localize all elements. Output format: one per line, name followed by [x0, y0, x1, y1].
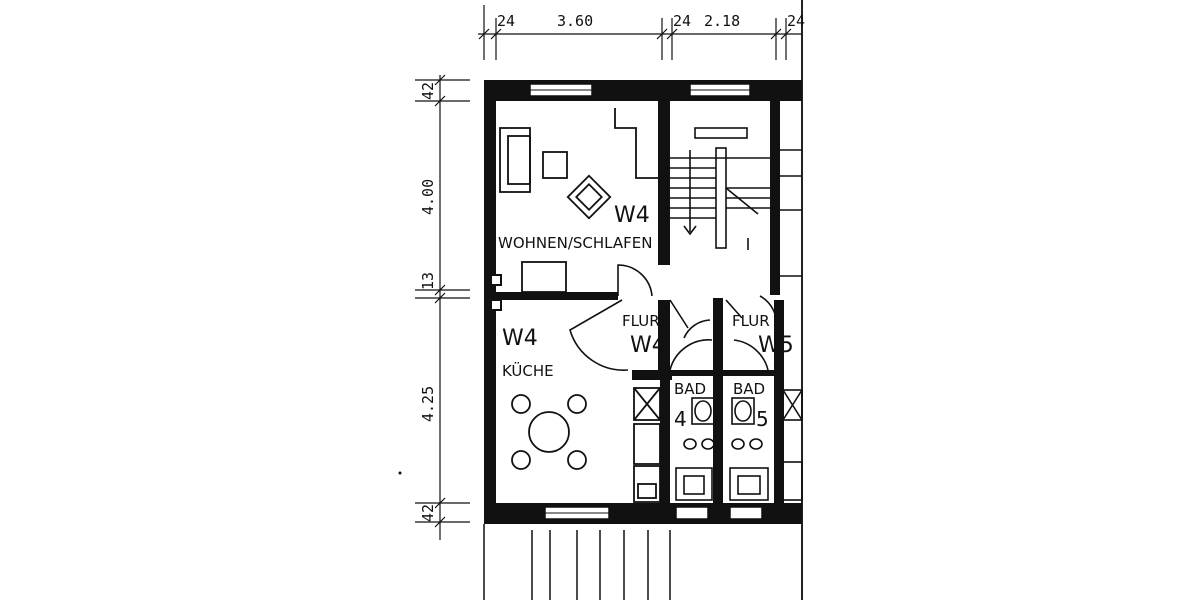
flur4-room-label: FLUR — [622, 312, 660, 330]
dim-top-218: 2.18 — [704, 12, 740, 30]
doors — [569, 264, 778, 371]
dim-top-360: 3.60 — [557, 12, 593, 30]
wohnen-furniture — [499, 108, 658, 293]
dim-left-42-bottom: 42 — [419, 504, 437, 522]
dim-top-24-right: 24 — [787, 12, 805, 30]
balcony — [483, 524, 671, 600]
top-dimension-chain — [478, 5, 802, 60]
bad5-number-label: 5 — [756, 407, 769, 431]
dim-top-24-mid: 24 — [673, 12, 691, 30]
bath-fixtures — [675, 389, 803, 501]
bad4-number-label: 4 — [674, 407, 687, 431]
stray-dot — [398, 471, 402, 475]
walls — [484, 80, 802, 524]
dim-left-425: 4.25 — [419, 386, 437, 422]
bad5-room-label: BAD — [733, 380, 765, 398]
staircase — [670, 127, 802, 277]
kueche-unit-label: W4 — [502, 326, 538, 351]
wohnen-unit-label: W4 — [614, 203, 650, 228]
wall-stub-upper — [490, 274, 502, 286]
kitchen-furniture — [511, 387, 661, 503]
kueche-room-label: KÜCHE — [502, 361, 554, 380]
flur5-room-label: FLUR — [732, 312, 770, 330]
left-dimension-chain — [415, 74, 470, 540]
dim-left-13: 13 — [419, 272, 437, 290]
dim-left-42-top: 42 — [419, 82, 437, 100]
dim-top-24-left: 24 — [497, 12, 515, 30]
wall-stub-lower — [490, 299, 502, 311]
wohnen-room-label: WOHNEN/SCHLAFEN — [498, 234, 652, 252]
bad4-room-label: BAD — [674, 380, 706, 398]
windows — [529, 83, 763, 520]
flur4-unit-label: W4 — [630, 333, 666, 358]
flur5-unit-label: W5 — [758, 333, 794, 358]
dim-left-400: 4.00 — [419, 179, 437, 215]
